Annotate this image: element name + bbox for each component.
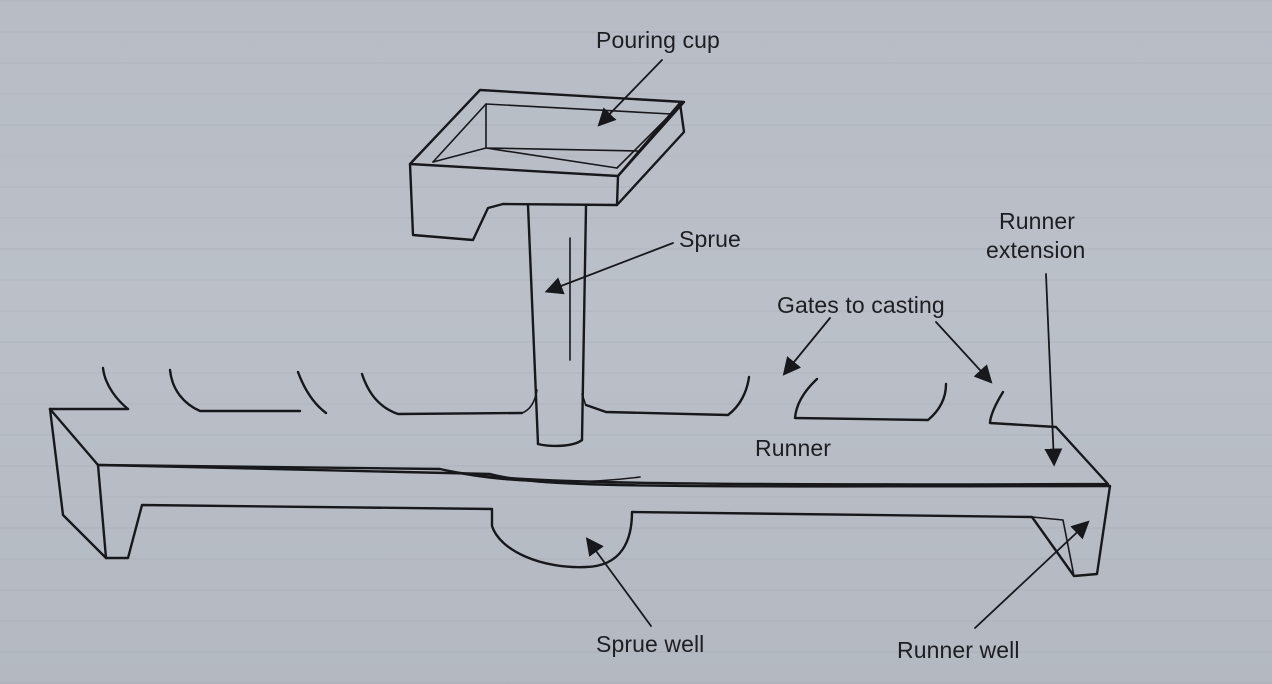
gates-arrow-right (935, 321, 993, 384)
sprue-arrow (544, 242, 674, 295)
sprue-joint-right (581, 393, 587, 407)
sprue-well-arrow (585, 537, 652, 627)
pouring-cup-inner-rim (432, 103, 672, 169)
pouring-cup-side-face (615, 101, 686, 207)
runner-back-top-edge (96, 421, 1110, 486)
gates-to-casting-label: Gates to casting (777, 292, 945, 318)
pouring-cup-label: Pouring cup (596, 27, 720, 53)
gate-curve-1 (101, 366, 130, 411)
pouring-cup-inner-floor (432, 103, 639, 169)
runner-extension-label-line1: Runner (999, 208, 1075, 234)
runner-label: Runner (755, 435, 831, 461)
gates-arrow-left (782, 317, 831, 376)
runner-well-arrow (974, 520, 1090, 629)
gate-curve-2 (168, 368, 302, 413)
gate-curve-5 (584, 375, 751, 417)
pouring-cup-arrow (597, 59, 663, 127)
sprue-base (536, 438, 584, 448)
sprue-body (526, 203, 588, 446)
gate-curve-4 (360, 372, 524, 416)
sprue-well-label: Sprue well (596, 631, 704, 657)
sprue-label: Sprue (679, 226, 741, 252)
runner-well-label: Runner well (897, 637, 1020, 663)
runner-extension-label-line2: extension (986, 237, 1085, 263)
gate-curve-3 (296, 370, 328, 415)
runner-left-side (48, 407, 108, 560)
runner-well-inner-face (1031, 516, 1075, 577)
runner-center-ridge (439, 468, 641, 483)
runner-bottom-edge (104, 484, 1112, 578)
gate-curve-7 (988, 390, 1005, 424)
runner-front-top-edge (48, 407, 1112, 488)
pouring-cup-top-rim (408, 88, 686, 178)
gate-curve-6 (793, 377, 948, 422)
sprue-joint-left (521, 389, 538, 414)
runner-extension-arrow (1044, 273, 1063, 467)
